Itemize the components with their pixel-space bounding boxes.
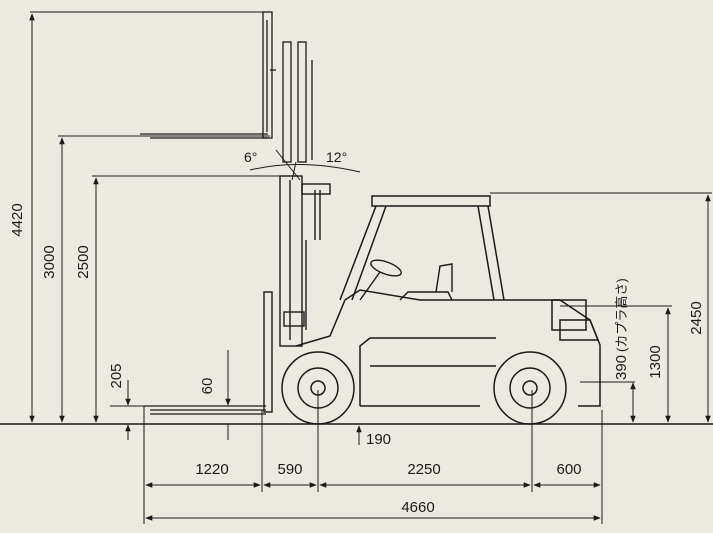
angle-label-tilt-forward: 6° [244,149,257,165]
front-wheel [281,351,355,425]
forks [144,405,266,415]
dim-label-overall-length: 4660 [401,499,434,516]
dim-label-rear-overhang: 600 [556,461,581,478]
dim-label-max-lift-height: 4420 [9,203,26,236]
dim-label-free-lift: 205 [108,363,125,388]
dim-label-seat-height: 1300 [647,345,664,378]
dim-label-overhead-guard-height: 2450 [688,301,705,334]
dim-label-fork-thickness: 60 [199,378,216,395]
dim-label-wheelbase: 2250 [407,461,440,478]
operator-seat [359,259,453,301]
dim-label-coupler-note: (カプラ高さ) [614,278,629,352]
truck-body [295,289,601,407]
dim-label-mast-lowered-height: 2500 [75,245,92,278]
dim-label-lift-height: 3000 [41,245,58,278]
dim-label-coupler-height: 390 [613,355,630,380]
dim-label-front-overhang: 590 [277,461,302,478]
angle-label-tilt-backward: 12° [326,149,347,165]
overhead-guard [339,195,505,301]
lowered-mast [263,175,331,413]
raised-mast [140,11,313,163]
rear-wheel [493,351,567,425]
dim-label-ground-clearance: 190 [366,431,391,448]
dim-label-fork-length: 1220 [195,461,228,478]
dimension-lines [29,11,712,524]
